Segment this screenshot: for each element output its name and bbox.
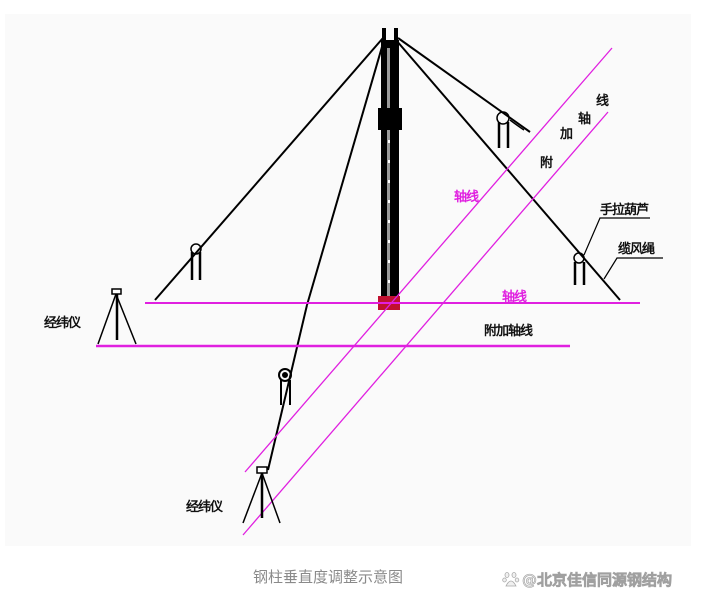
label-aux-axis-diag-3: 轴 <box>578 112 591 127</box>
figure-caption: 钢柱垂直度调整示意图 <box>253 568 404 586</box>
label-aux-axis-line: 附加轴线 <box>484 324 533 339</box>
anchor-upper-right <box>496 111 525 148</box>
guy-rope-leader <box>603 257 663 280</box>
label-aux-axis-diag-2: 加 <box>560 127 573 142</box>
guy-rope-right <box>395 39 621 301</box>
baidu-paw-icon <box>502 572 520 587</box>
guy-rope-center-left <box>306 39 385 306</box>
guy-rope-lower <box>267 304 308 471</box>
pulley-lower <box>278 368 292 405</box>
theodolite-left <box>97 288 137 345</box>
chain-hoist-anchor <box>573 252 586 285</box>
label-aux-axis-diag-4: 线 <box>596 94 609 109</box>
label-chain-hoist: 手拉葫芦 <box>600 203 649 218</box>
leader-lines <box>583 217 663 280</box>
axis-lines <box>96 47 640 536</box>
diagram-panel <box>5 14 691 546</box>
label-axis-line-horizontal: 轴线 <box>502 290 527 305</box>
theodolite-bottom <box>242 466 281 524</box>
aux-axis-line-diagonal <box>242 111 609 536</box>
label-theodolite-bottom: 经纬仪 <box>186 500 223 515</box>
label-guy-rope: 缆风绳 <box>618 242 655 257</box>
label-theodolite-left: 经纬仪 <box>44 316 81 331</box>
guy-rope-left <box>154 37 384 301</box>
anchor-left <box>190 243 202 280</box>
label-aux-axis-diag-1: 附 <box>540 156 553 171</box>
watermark: @北京佳信同源钢结构 <box>522 571 673 590</box>
axis-line-diagonal <box>244 47 613 473</box>
steel-column <box>378 28 402 310</box>
chain-hoist-leader <box>583 217 650 256</box>
label-axis-line-diagonal: 轴线 <box>454 190 479 205</box>
